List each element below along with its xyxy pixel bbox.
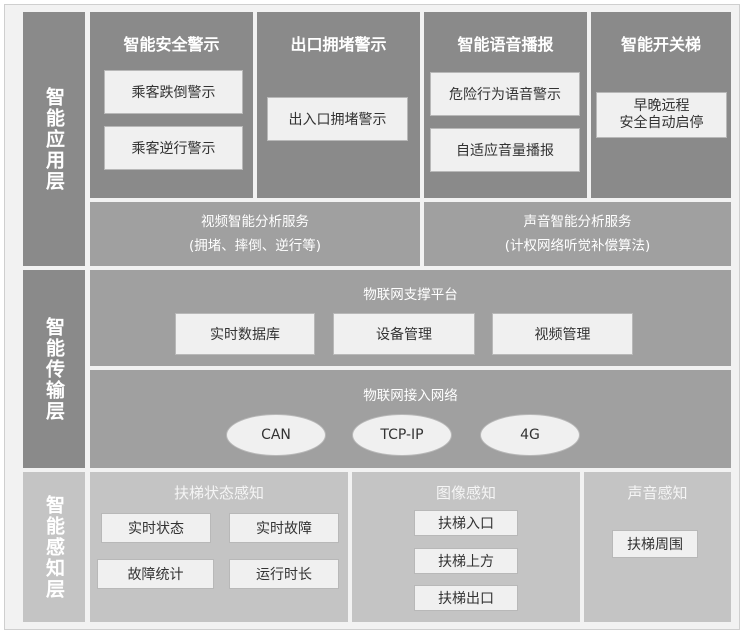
platform-video-management: 视频管理 (492, 313, 633, 355)
app-item-entrance-congestion: 出入口拥堵警示 (267, 97, 408, 141)
sensor-fault-statistics: 故障统计 (97, 559, 214, 589)
perception-group-sound-title: 声音感知 (627, 483, 688, 502)
app-item-danger-voice-warning: 危险行为语音警示 (430, 72, 580, 116)
transmission-layer-label-panel: 智能传输层 (23, 270, 85, 468)
service-video-analysis-detail: (拥堵、摔倒、逆行等) (188, 238, 322, 254)
network-tcp-ip: TCP-IP (352, 414, 452, 456)
app-column-safety-title: 智能安全警示 (123, 35, 220, 54)
app-item-adaptive-volume: 自适应音量播报 (430, 128, 580, 172)
sensor-escalator-surroundings: 扶梯周围 (612, 530, 698, 558)
sensor-realtime-status: 实时状态 (101, 513, 211, 543)
iot-network-title: 物联网接入网络 (363, 388, 458, 404)
sensor-running-time: 运行时长 (229, 559, 339, 589)
platform-device-management: 设备管理 (333, 313, 475, 355)
perception-group-image-title: 图像感知 (435, 483, 496, 502)
app-item-fall-warning: 乘客跌倒警示 (104, 70, 243, 114)
application-layer-label: 智能应用层 (43, 86, 65, 192)
perception-group-escalator-state-title: 扶梯状态感知 (173, 483, 264, 502)
perception-layer-label: 智能感知层 (43, 494, 65, 600)
iot-platform-title: 物联网支撑平台 (363, 287, 458, 303)
app-item-remote-start-stop-line2: 安全自动启停 (619, 115, 704, 131)
service-video-analysis-title: 视频智能分析服务 (200, 214, 309, 230)
app-item-remote-start-stop: 早晚远程 安全自动启停 (596, 92, 727, 138)
app-column-voice-title: 智能语音播报 (457, 35, 554, 54)
sensor-escalator-entrance: 扶梯入口 (414, 510, 518, 536)
app-column-switch-title: 智能开关梯 (620, 35, 701, 54)
app-item-reverse-warning: 乘客逆行警示 (104, 126, 243, 170)
app-column-congestion-title: 出口拥堵警示 (290, 35, 387, 54)
service-audio-analysis: 声音智能分析服务 (计权网络听觉补偿算法) (424, 202, 731, 266)
perception-group-escalator-state (90, 472, 348, 622)
app-item-remote-start-stop-line1: 早晚远程 (633, 98, 690, 114)
platform-realtime-database: 实时数据库 (175, 313, 315, 355)
sensor-realtime-fault: 实时故障 (229, 513, 339, 543)
transmission-layer-label: 智能传输层 (43, 316, 65, 422)
sensor-escalator-above: 扶梯上方 (414, 548, 518, 574)
service-audio-analysis-detail: (计权网络听觉补偿算法) (504, 238, 651, 254)
service-video-analysis: 视频智能分析服务 (拥堵、摔倒、逆行等) (90, 202, 420, 266)
service-audio-analysis-title: 声音智能分析服务 (523, 214, 632, 230)
perception-layer-label-panel: 智能感知层 (23, 472, 85, 622)
sensor-escalator-exit: 扶梯出口 (414, 585, 518, 611)
network-4g: 4G (480, 414, 580, 456)
network-can: CAN (226, 414, 326, 456)
application-layer-label-panel: 智能应用层 (23, 12, 85, 266)
